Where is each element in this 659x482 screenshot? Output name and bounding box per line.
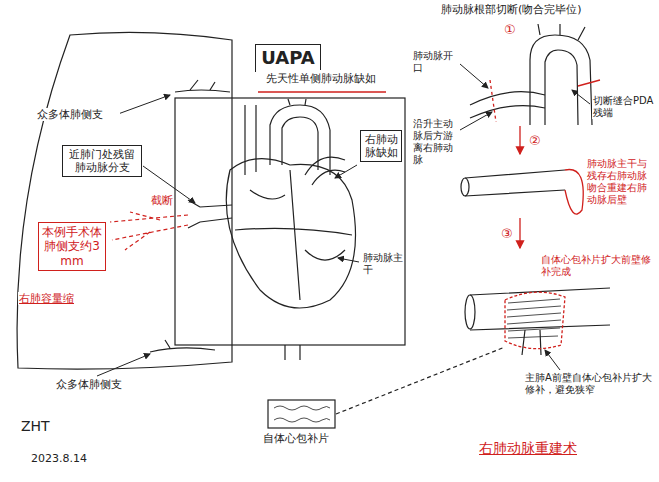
cut-line — [490, 80, 496, 122]
aorta — [270, 105, 330, 175]
callout-label: 众多体肺侧支 — [36, 108, 120, 121]
date-label: 2023.8.14 — [30, 452, 88, 465]
heart-chambers — [235, 170, 352, 300]
collateral-vessels — [150, 340, 215, 352]
posterior-wall-flap — [565, 170, 583, 215]
caption-label: 右肺动脉重建术 — [478, 440, 578, 457]
leader-line — [97, 354, 150, 376]
vessel-opening — [465, 295, 475, 329]
callout-number: ③ — [500, 226, 514, 242]
callout-label: 肺动脉开口 — [412, 50, 460, 74]
step-note: 自体心包补片扩大前壁修补完成 — [540, 254, 656, 278]
aortic-arch — [530, 35, 592, 125]
callout-label: 右肺容量缩 — [18, 292, 75, 305]
highlight-box: 本例手术体肺侧支约3mm — [38, 222, 106, 271]
note-box: 近肺门处残留肺动脉分支 — [62, 145, 142, 177]
pda-stump — [578, 80, 600, 86]
leader-line — [118, 95, 170, 114]
title-underline — [258, 91, 386, 92]
node-text: 先天性单侧肺动脉缺如 — [259, 72, 383, 85]
pericardial-patch — [268, 400, 335, 428]
author-label: ZHT — [20, 418, 51, 435]
note-box: 右肺动脉缺如 — [360, 130, 402, 162]
vessel-stub — [285, 345, 300, 360]
collateral-vessels — [175, 80, 230, 92]
node-text: 右肺动脉缺如 — [364, 133, 398, 159]
patch-dashed-link — [336, 347, 505, 414]
leader-line — [460, 64, 488, 88]
chest-frame — [175, 98, 405, 345]
callout-number: ② — [528, 133, 542, 149]
step-note: 肺动脉主干与残存右肺动脉吻合重建右肺动脉后壁 — [586, 158, 656, 206]
patch-texture — [274, 406, 330, 422]
heart — [226, 159, 355, 308]
leader-line — [460, 112, 492, 130]
reconstructed-artery — [470, 288, 610, 355]
patch-hatching — [507, 299, 561, 338]
title-box: UAPA — [255, 44, 321, 72]
step-note: 主肺A前壁自体心包补片扩大修补，避免狭窄 — [524, 372, 656, 396]
leader-line — [338, 258, 359, 262]
leader-line — [572, 90, 590, 104]
callout-number: ① — [503, 22, 517, 38]
callout-label: 肺动脉根部切断(吻合完毕位) — [440, 3, 656, 16]
node-text: 本例手术体肺侧支约3mm — [42, 225, 102, 268]
callout-label: 切断缝合PDA残端 — [592, 95, 656, 119]
leader-line — [545, 350, 560, 370]
step-arrow — [519, 218, 520, 248]
callout-label: 沿升主动脉后方游离右肺动脉 — [412, 118, 460, 166]
callout-label: 自体心包补片 — [262, 432, 330, 445]
cut-branches — [110, 212, 188, 250]
hilar-branches — [188, 200, 232, 228]
arch-branches — [288, 99, 306, 105]
node-text: 近肺门处残留肺动脉分支 — [66, 148, 138, 174]
arch-branches — [538, 24, 585, 40]
callout-label: 截断 — [150, 194, 174, 207]
step-arrow — [519, 126, 520, 154]
callout-label: 众多体肺侧支 — [55, 378, 139, 391]
vena-cava — [245, 105, 256, 175]
anterior-patch-outline — [505, 292, 565, 349]
pulmonary-artery — [470, 92, 545, 118]
node-text: UAPA — [259, 47, 317, 69]
pulmonary-trunk — [305, 157, 345, 185]
vessel-opening — [461, 178, 469, 196]
callout-label: 肺动脉主干 — [362, 252, 404, 276]
pulmonary-artery-tube — [465, 170, 565, 196]
lung-outline — [17, 32, 232, 369]
leader-line — [335, 165, 357, 178]
subtitle-box: 先天性单侧肺动脉缺如 — [256, 70, 386, 87]
